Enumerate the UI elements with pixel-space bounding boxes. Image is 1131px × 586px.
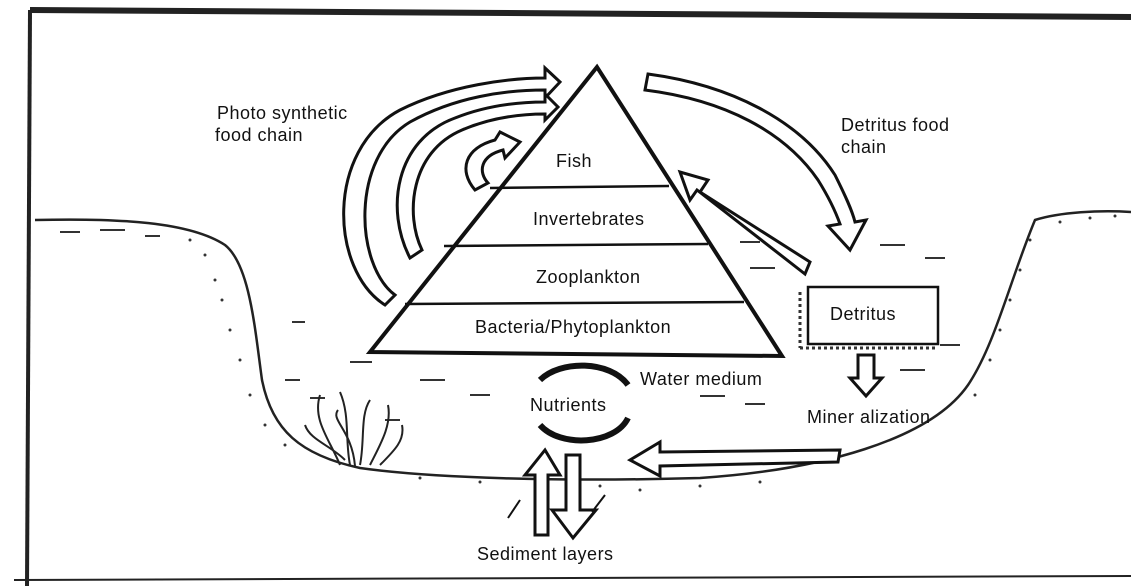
mineralization-arrow bbox=[850, 355, 882, 396]
water-medium-label: Water medium bbox=[640, 368, 762, 390]
sediment-arrows bbox=[508, 450, 605, 538]
sediment-down-arrow bbox=[552, 455, 596, 538]
pyramid-divider-fish bbox=[490, 186, 669, 188]
photosynthetic-chain-label-line1: Photo synthetic bbox=[217, 102, 348, 124]
sediment-layers-label: Sediment layers bbox=[477, 543, 614, 565]
pyramid-label-invertebrates: Invertebrates bbox=[533, 208, 645, 230]
detritus-chain-label-line2: chain bbox=[841, 136, 887, 158]
sediment-up-arrow bbox=[525, 450, 560, 535]
pyramid-divider-zooplankton bbox=[405, 302, 744, 304]
detritus-to-pyramid-arrow bbox=[680, 172, 810, 274]
pyramid-label-bacteria-phytoplankton: Bacteria/Phytoplankton bbox=[475, 316, 671, 338]
detritus-chain-arrow bbox=[645, 74, 866, 250]
detritus-chain-label-line1: Detritus food bbox=[841, 114, 950, 136]
nutrients-label: Nutrients bbox=[530, 394, 607, 416]
detritus-box-label: Detritus bbox=[830, 303, 896, 325]
pyramid-divider-invertebrates bbox=[444, 244, 708, 246]
photosynthetic-arrow-inner bbox=[466, 132, 520, 190]
pyramid-label-zooplankton: Zooplankton bbox=[536, 266, 641, 288]
pyramid-label-fish: Fish bbox=[556, 150, 592, 172]
mineralization-to-nutrients-arrow bbox=[630, 442, 840, 476]
photosynthetic-chain-label-line2: food chain bbox=[215, 124, 303, 146]
mineralization-label: Miner alization bbox=[807, 406, 931, 428]
